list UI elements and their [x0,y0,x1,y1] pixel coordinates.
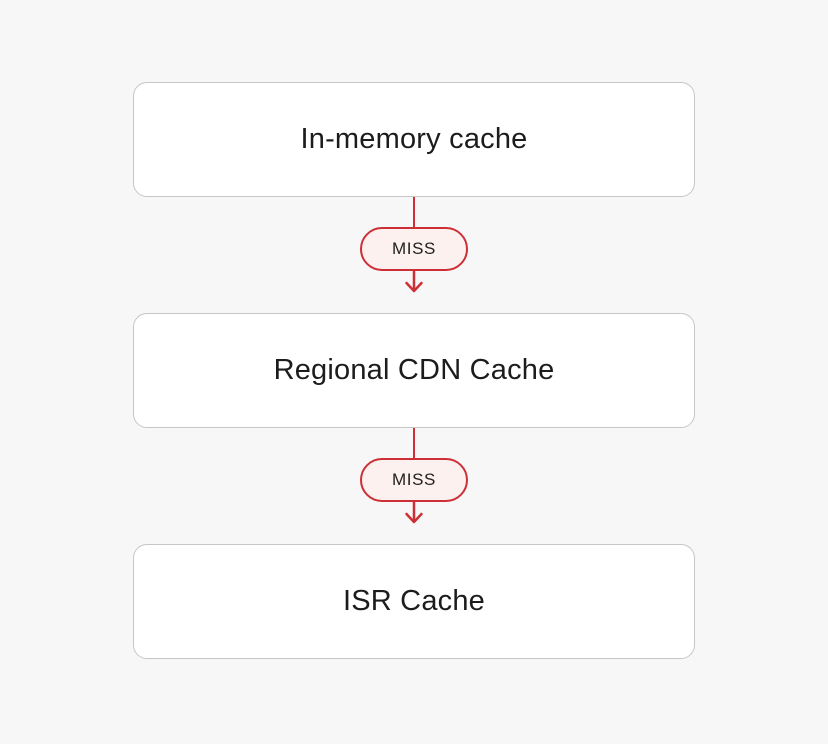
node-regional-cdn-cache: Regional CDN Cache [133,313,695,428]
miss-badge: MISS [360,458,468,502]
miss-badge-label: MISS [392,239,436,258]
miss-badge: MISS [360,227,468,271]
node-isr-cache: ISR Cache [133,544,695,659]
arrow-down-icon [405,502,423,524]
connector-2: MISS [360,428,468,544]
connector-1: MISS [360,197,468,313]
node-label: Regional CDN Cache [273,354,555,386]
arrow-down-icon [405,271,423,293]
arrow-line [412,428,416,458]
node-in-memory-cache: In-memory cache [133,82,695,197]
node-label: In-memory cache [300,123,528,155]
node-label: ISR Cache [342,585,486,617]
arrow-line [412,197,416,227]
miss-badge-label: MISS [392,470,436,489]
